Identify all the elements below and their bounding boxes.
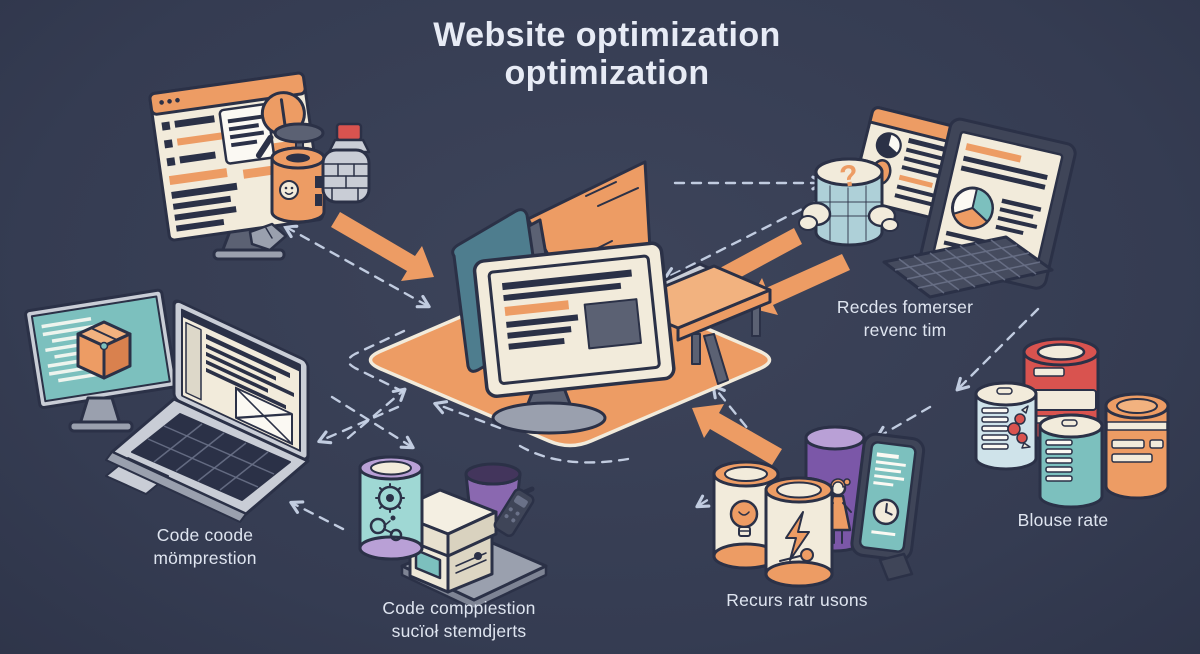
can-lightbulb [712, 460, 780, 570]
label-recurs: Recurs ratr usons [726, 589, 868, 612]
brick-bottle [321, 122, 371, 204]
question-mark-icon: ? [837, 159, 860, 194]
label-metrics: Recdes fomerser revenc tim [837, 296, 973, 342]
package-box-icon [76, 320, 132, 380]
pie-chart-icon [950, 186, 994, 230]
label-code-compression: Code coode mömprestion [153, 524, 256, 570]
lightning-icon [785, 511, 810, 561]
lightbulb-icon [729, 499, 759, 537]
dashed-connector [433, 400, 502, 430]
recurs-group [712, 425, 926, 588]
clock-pie-icon [875, 132, 902, 159]
page-title: Website optimization optimization [433, 16, 780, 92]
mouse-icon [248, 222, 288, 252]
image-placeholder-icon [235, 386, 293, 446]
flow-arrow-right-lower [746, 254, 850, 315]
can-blue [974, 381, 1038, 471]
label-code-completion: Code comppiestion sucïoł stemdjerts [382, 597, 535, 643]
smartphone [850, 432, 926, 582]
label-recurs-text: Recurs ratr usons [726, 590, 868, 610]
label-bounce-rate-text: Blouse rate [1017, 510, 1109, 530]
dashed-connector [518, 444, 630, 464]
label-code-completion-line1: Code comppiestion [382, 598, 536, 618]
molecule-icon [369, 515, 403, 542]
label-bounce-rate: Blouse rate [1018, 509, 1109, 532]
dashed-connector [330, 395, 415, 450]
can-teal [1038, 413, 1104, 509]
can-gear [358, 455, 424, 561]
analytics-laptop [882, 117, 1077, 299]
label-code-completion-line2: sucïoł stemdjerts [391, 620, 527, 641]
label-code-compression-line2: mömprestion [153, 547, 257, 568]
can-lightning [764, 476, 834, 588]
smiley-icon [279, 180, 299, 200]
question-cylinder: ? [798, 157, 899, 247]
canister [270, 122, 326, 224]
dashed-connector [711, 384, 759, 442]
gear-icon [375, 483, 405, 513]
laptop-left [105, 299, 310, 523]
label-metrics-line1: Recdes fomerser [836, 297, 974, 317]
dashed-connector [663, 200, 818, 281]
dashed-connector [289, 500, 345, 531]
dashed-connectors [283, 175, 1040, 531]
dashed-connector [695, 471, 752, 509]
page-title-line2: optimization [504, 54, 710, 93]
machine-group [358, 455, 548, 611]
candy-icon [1007, 405, 1031, 449]
clock-icon [872, 498, 900, 526]
jar-orange [1104, 392, 1170, 500]
center-platform-scene [368, 160, 772, 448]
glove-hands [798, 201, 899, 232]
machine-screen [414, 548, 442, 580]
dashed-connector [955, 307, 1040, 392]
page-title-line1: Website optimization [433, 16, 781, 54]
remote-control [493, 488, 535, 538]
bounce-cans-group [974, 337, 1170, 509]
dashed-connector [875, 405, 932, 440]
center-monitor [472, 241, 676, 435]
dashed-connector [346, 387, 407, 440]
dashed-connector [347, 329, 412, 397]
label-code-compression-line1: Code coode [156, 525, 254, 545]
dashed-connector [283, 224, 431, 309]
flow-arrow-top-left [331, 212, 434, 281]
keyboard [882, 235, 1054, 299]
label-metrics-line2: revenc tim [863, 319, 947, 340]
code-monitor [24, 288, 178, 433]
flow-arrow-bottom-right [692, 404, 782, 465]
key-icon [779, 548, 814, 562]
dashed-connector [317, 405, 400, 445]
